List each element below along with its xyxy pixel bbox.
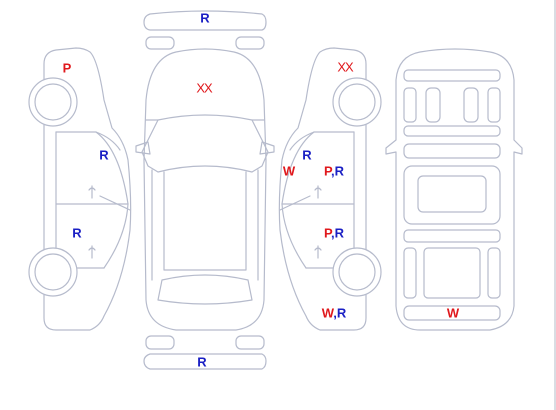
damage-mark-rear-bumper: R	[197, 354, 207, 370]
damage-mark-right-front-fender: XX	[337, 59, 353, 75]
damage-mark-right-windshield-side: W	[282, 163, 296, 179]
right-side-view[interactable]	[278, 47, 382, 331]
top-view[interactable]	[135, 48, 275, 331]
damage-mark-hood: XX	[196, 80, 212, 96]
front-bumper[interactable]	[143, 10, 267, 50]
left-side-view[interactable]	[28, 47, 132, 331]
damage-mark-right-rear-door: P,R	[323, 225, 345, 241]
damage-mark-left-rear-door: R	[72, 225, 82, 241]
rear-bumper[interactable]	[143, 335, 267, 370]
damage-mark-front-bumper: R	[200, 10, 210, 26]
damage-mark-right-rear-quarter: W,R	[321, 305, 347, 321]
damage-mark-left-front-door: R	[99, 147, 109, 163]
frame-border	[554, 0, 556, 410]
damage-mark-floor-rear: W	[446, 305, 460, 321]
floor-view[interactable]	[385, 48, 523, 331]
damage-mark-left-front-fender: P	[62, 60, 72, 76]
damage-mark-right-pillar: R	[302, 147, 312, 163]
damage-mark-right-front-door: P,R	[323, 163, 345, 179]
